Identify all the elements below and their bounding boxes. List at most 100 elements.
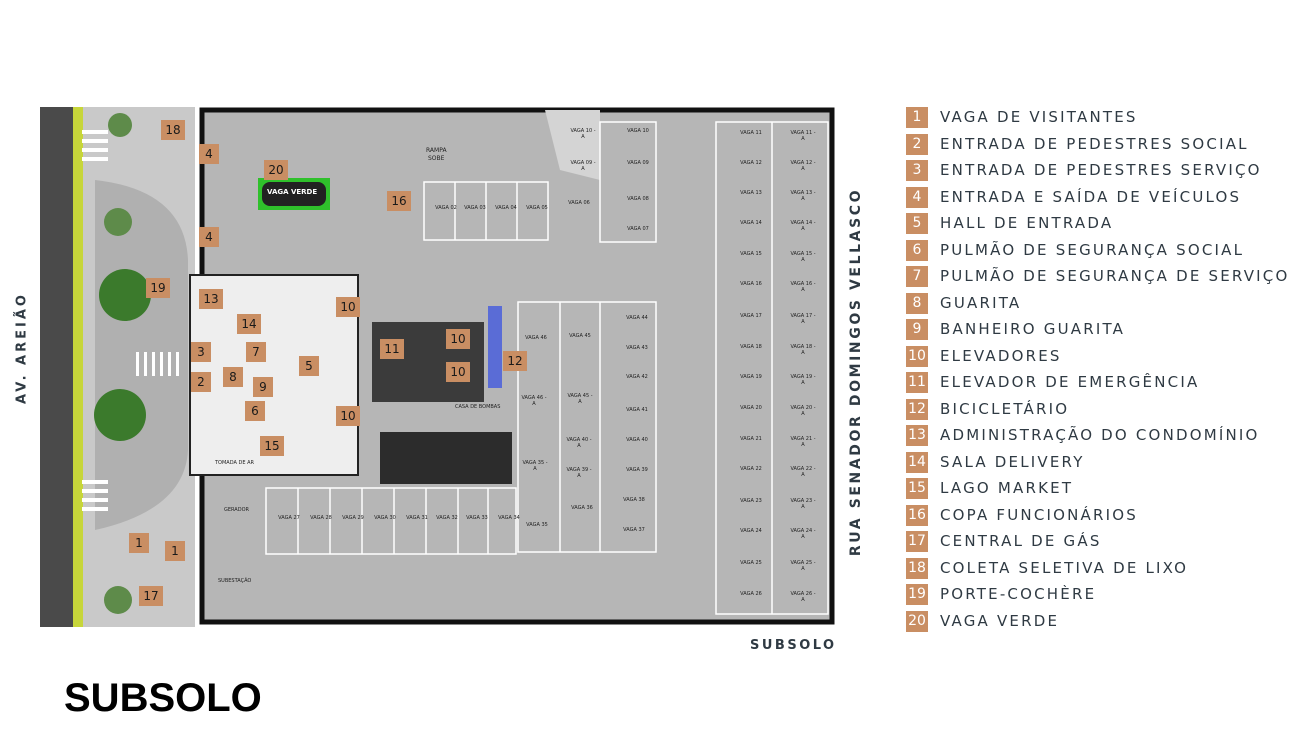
parking-spot-label: VAGA 09 <box>627 160 649 166</box>
parking-spot-label: VAGA 22 <box>740 466 762 472</box>
parking-spot-label: VAGA 22 - A <box>790 466 816 478</box>
porte-cochere-drive <box>95 180 188 530</box>
plan-marker-13: 13 <box>199 289 223 309</box>
plan-marker-1: 1 <box>165 541 185 561</box>
parking-grid <box>265 121 829 615</box>
parking-spot-label: VAGA 14 <box>740 220 762 226</box>
plan-marker-7: 7 <box>246 342 266 362</box>
legend-number-badge: 9 <box>906 319 928 340</box>
legend-label: GUARITA <box>940 293 1022 312</box>
legend-item: 4 ENTRADA E SAÍDA DE VEÍCULOS <box>906 186 1296 214</box>
crosswalks <box>82 130 179 511</box>
parking-spot-label: VAGA 04 <box>495 205 517 211</box>
legend-label: COLETA SELETIVA DE LIXO <box>940 558 1189 577</box>
legend-number-badge: 17 <box>906 531 928 552</box>
parking-spot-label: VAGA 29 <box>342 515 364 521</box>
legend-item: 10 ELEVADORES <box>906 345 1296 373</box>
pump-room-label: CASA DE BOMBAS <box>455 404 501 410</box>
parking-spot-label: VAGA 36 <box>571 505 593 511</box>
legend-label: ELEVADOR DE EMERGÊNCIA <box>940 373 1200 391</box>
plan-marker-16: 16 <box>387 191 411 211</box>
legend-number-badge: 4 <box>906 186 928 208</box>
legend-number-badge: 1 <box>906 107 928 128</box>
parking-spot-label: VAGA 11 - A <box>790 130 816 142</box>
curb-strip <box>73 107 83 627</box>
parking-spot-label: VAGA 06 <box>568 200 590 206</box>
legend-label: PULMÃO DE SEGURANÇA SOCIAL <box>940 240 1245 259</box>
parking-spot-label: VAGA 26 - A <box>790 591 816 603</box>
parking-spot-label: VAGA 44 <box>626 315 648 321</box>
ramp-sub-label: SOBE <box>428 155 445 162</box>
plan-marker-6: 6 <box>245 401 265 421</box>
legend-label: BANHEIRO GUARITA <box>940 320 1126 338</box>
parking-spot-label: VAGA 42 <box>626 374 648 380</box>
legend-label: VAGA VERDE <box>940 611 1060 630</box>
legend-number-badge: 19 <box>906 584 928 605</box>
parking-spot-label: VAGA 45 - A <box>567 393 593 405</box>
parking-spot-label: VAGA 13 <box>740 190 762 196</box>
palm-trees <box>94 113 151 614</box>
parking-spot-label: VAGA 41 <box>626 407 648 413</box>
parking-spot-label: VAGA 16 <box>740 281 762 287</box>
plan-marker-11: 11 <box>380 339 404 359</box>
ramp <box>545 110 600 180</box>
legend-number-badge: 8 <box>906 292 928 314</box>
parking-spot-label: VAGA 32 <box>436 515 458 521</box>
plan-marker-8: 8 <box>223 367 243 387</box>
ramp-label: RAMPA <box>426 147 447 154</box>
parking-spot-label: VAGA 46 <box>525 335 547 341</box>
parking-spot-label: VAGA 11 <box>740 130 762 136</box>
legend-number-badge: 6 <box>906 239 928 261</box>
parking-spot-label: VAGA 21 <box>740 436 762 442</box>
parking-spot-label: VAGA 18 <box>740 344 762 350</box>
parking-spot-label: VAGA 28 <box>310 515 332 521</box>
parking-spot-label: VAGA 18 - A <box>790 344 816 356</box>
parking-spot-label: VAGA 43 <box>626 345 648 351</box>
legend-item: 9 BANHEIRO GUARITA <box>906 319 1296 346</box>
legend-number-badge: 15 <box>906 478 928 499</box>
street-areiao <box>40 107 73 627</box>
parking-spot-label: VAGA 02 <box>435 205 457 211</box>
parking-spot-label: VAGA 15 <box>740 251 762 257</box>
parking-spot-label: VAGA 20 <box>740 405 762 411</box>
parking-spot-label: VAGA 10 - A <box>570 128 596 140</box>
parking-spot-label: VAGA 19 <box>740 374 762 380</box>
plan-marker-20: 20 <box>264 160 288 180</box>
plan-marker-4: 4 <box>199 144 219 164</box>
legend-number-badge: 10 <box>906 345 928 367</box>
air-intake-label: TOMADA DE AR <box>215 460 254 466</box>
plan-marker-5: 5 <box>299 356 319 376</box>
parking-spot-label: VAGA 34 <box>498 515 520 521</box>
legend-label: ENTRADA E SAÍDA DE VEÍCULOS <box>940 187 1242 206</box>
plan-marker-18: 18 <box>161 120 185 140</box>
car-icon <box>262 182 326 206</box>
legend-number-badge: 3 <box>906 160 928 181</box>
legend-number-badge: 16 <box>906 504 928 526</box>
generator-label: GERADOR <box>224 507 249 513</box>
plan-marker-10: 10 <box>336 297 360 317</box>
parking-spot-label: VAGA 05 <box>526 205 548 211</box>
parking-spot-label: VAGA 24 - A <box>790 528 816 540</box>
legend-label: ELEVADORES <box>940 346 1062 365</box>
plan-marker-10: 10 <box>446 329 470 349</box>
plan-marker-19: 19 <box>146 278 170 298</box>
parking-spot-label: VAGA 27 <box>278 515 300 521</box>
plan-caption: SUBSOLO <box>750 638 837 653</box>
parking-spot-label: VAGA 10 <box>627 128 649 134</box>
parking-spot-label: VAGA 35 - A <box>522 460 548 472</box>
street-left-label: AV. AREIÃO <box>14 292 30 404</box>
water-tanks <box>380 432 512 484</box>
plan-marker-3: 3 <box>191 342 211 362</box>
parking-spot-label: VAGA 40 <box>626 437 648 443</box>
parking-spot-label: VAGA 14 - A <box>790 220 816 232</box>
parking-spot-label: VAGA 23 <box>740 498 762 504</box>
